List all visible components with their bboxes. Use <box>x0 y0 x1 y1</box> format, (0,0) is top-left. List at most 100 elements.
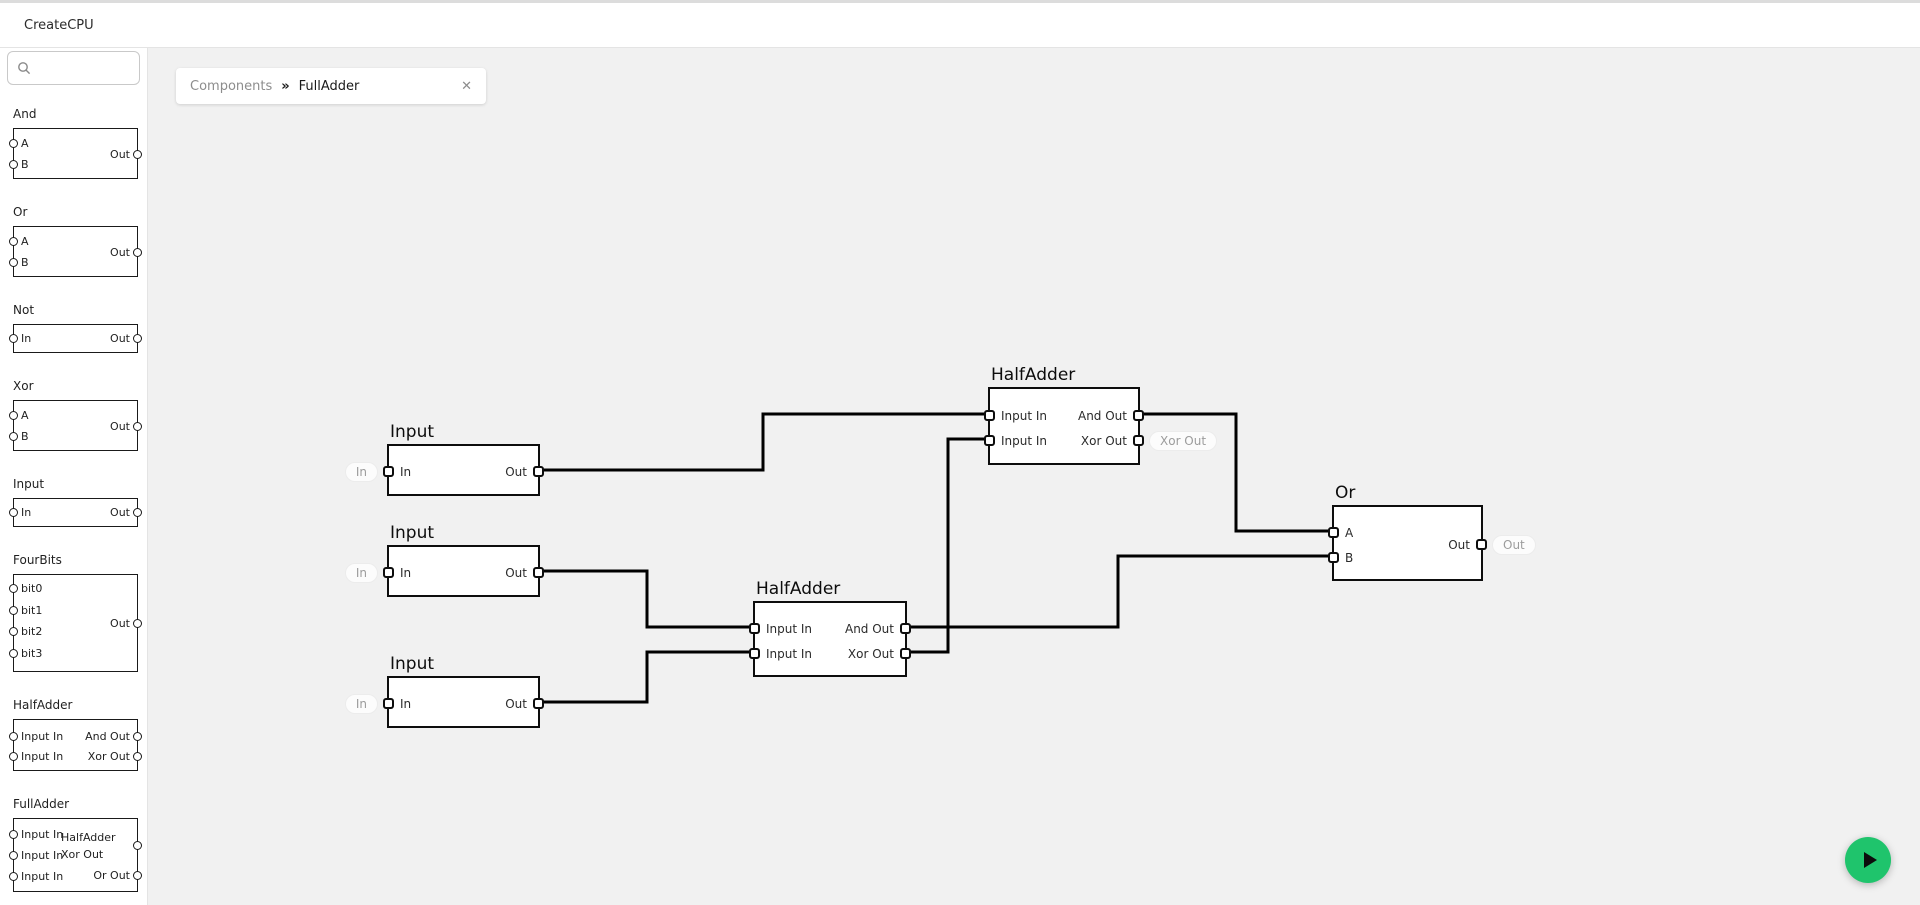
output-port[interactable] <box>133 248 142 257</box>
input-port[interactable] <box>9 237 18 246</box>
breadcrumb-separator-icon: » <box>281 78 290 94</box>
component-name: And <box>13 107 37 121</box>
port-label: Out <box>1448 538 1470 552</box>
port-label: Input In <box>21 730 64 743</box>
input-port[interactable] <box>9 649 18 658</box>
input-port[interactable] <box>9 258 18 267</box>
input-port[interactable] <box>9 411 18 420</box>
output-port[interactable] <box>533 466 544 477</box>
input-port[interactable] <box>749 623 760 634</box>
app-title: CreateCPU <box>24 17 94 33</box>
output-port[interactable] <box>133 508 142 517</box>
input-port[interactable] <box>9 139 18 148</box>
input-port[interactable] <box>9 160 18 169</box>
wire[interactable] <box>907 437 988 654</box>
input-port[interactable] <box>9 606 18 615</box>
input-port[interactable] <box>9 752 18 761</box>
output-port[interactable] <box>900 623 911 634</box>
port-label: Input In <box>21 750 64 763</box>
output-port[interactable] <box>133 841 142 850</box>
input-port[interactable] <box>9 732 18 741</box>
input-port[interactable] <box>383 698 394 709</box>
wire[interactable] <box>907 554 1332 629</box>
close-icon[interactable]: ✕ <box>461 78 472 94</box>
input-port[interactable] <box>9 851 18 860</box>
input-port[interactable] <box>9 872 18 881</box>
input-port[interactable] <box>9 584 18 593</box>
output-port[interactable] <box>133 871 142 880</box>
port-label: B <box>21 158 29 171</box>
output-port[interactable] <box>133 732 142 741</box>
output-port[interactable] <box>133 619 142 628</box>
search-box[interactable] <box>7 51 140 85</box>
external-port-label: Out <box>1492 535 1536 555</box>
output-port[interactable] <box>1133 435 1144 446</box>
wire[interactable] <box>1140 412 1332 533</box>
output-port[interactable] <box>133 334 142 343</box>
input-port[interactable] <box>9 432 18 441</box>
output-port[interactable] <box>900 648 911 659</box>
sidebar-component-block-not[interactable]: In Out <box>9 324 142 353</box>
input-port[interactable] <box>383 567 394 578</box>
port-label: In <box>400 697 412 711</box>
input-port[interactable] <box>749 648 760 659</box>
external-port-label: In <box>344 462 378 482</box>
output-port[interactable] <box>133 150 142 159</box>
port-label: Out <box>110 332 130 345</box>
input-port[interactable] <box>1328 527 1339 538</box>
input-port[interactable] <box>984 410 995 421</box>
breadcrumb-current: FullAdder <box>298 78 360 94</box>
port-label: Input In <box>766 647 813 661</box>
output-port[interactable] <box>533 698 544 709</box>
wire[interactable] <box>540 650 753 704</box>
search-input[interactable] <box>38 61 130 75</box>
component-name: FullAdder <box>13 797 70 811</box>
input-port[interactable] <box>9 508 18 517</box>
input-port[interactable] <box>9 830 18 839</box>
input-port[interactable] <box>9 627 18 636</box>
input-port[interactable] <box>984 435 995 446</box>
component-tab[interactable]: Components » FullAdder ✕ <box>176 68 486 104</box>
output-port[interactable] <box>133 422 142 431</box>
port-label: Xor Out <box>1080 434 1127 448</box>
port-label: Or Out <box>93 869 130 882</box>
input-port[interactable] <box>383 466 394 477</box>
output-port[interactable] <box>533 567 544 578</box>
external-port-label: Xor Out <box>1149 431 1218 451</box>
output-port[interactable] <box>133 752 142 761</box>
output-port[interactable] <box>1133 410 1144 421</box>
run-button[interactable] <box>1845 837 1891 883</box>
node-title: Input <box>390 422 435 442</box>
wire[interactable] <box>541 412 988 472</box>
port-label: Input In <box>21 870 64 883</box>
play-icon <box>1864 852 1877 868</box>
input-port[interactable] <box>1328 552 1339 563</box>
component-name: Not <box>13 303 35 317</box>
breadcrumb-root[interactable]: Components <box>190 78 273 94</box>
input-port[interactable] <box>9 334 18 343</box>
wire[interactable] <box>540 569 753 629</box>
output-port[interactable] <box>1476 539 1487 550</box>
port-label: In <box>21 332 32 345</box>
